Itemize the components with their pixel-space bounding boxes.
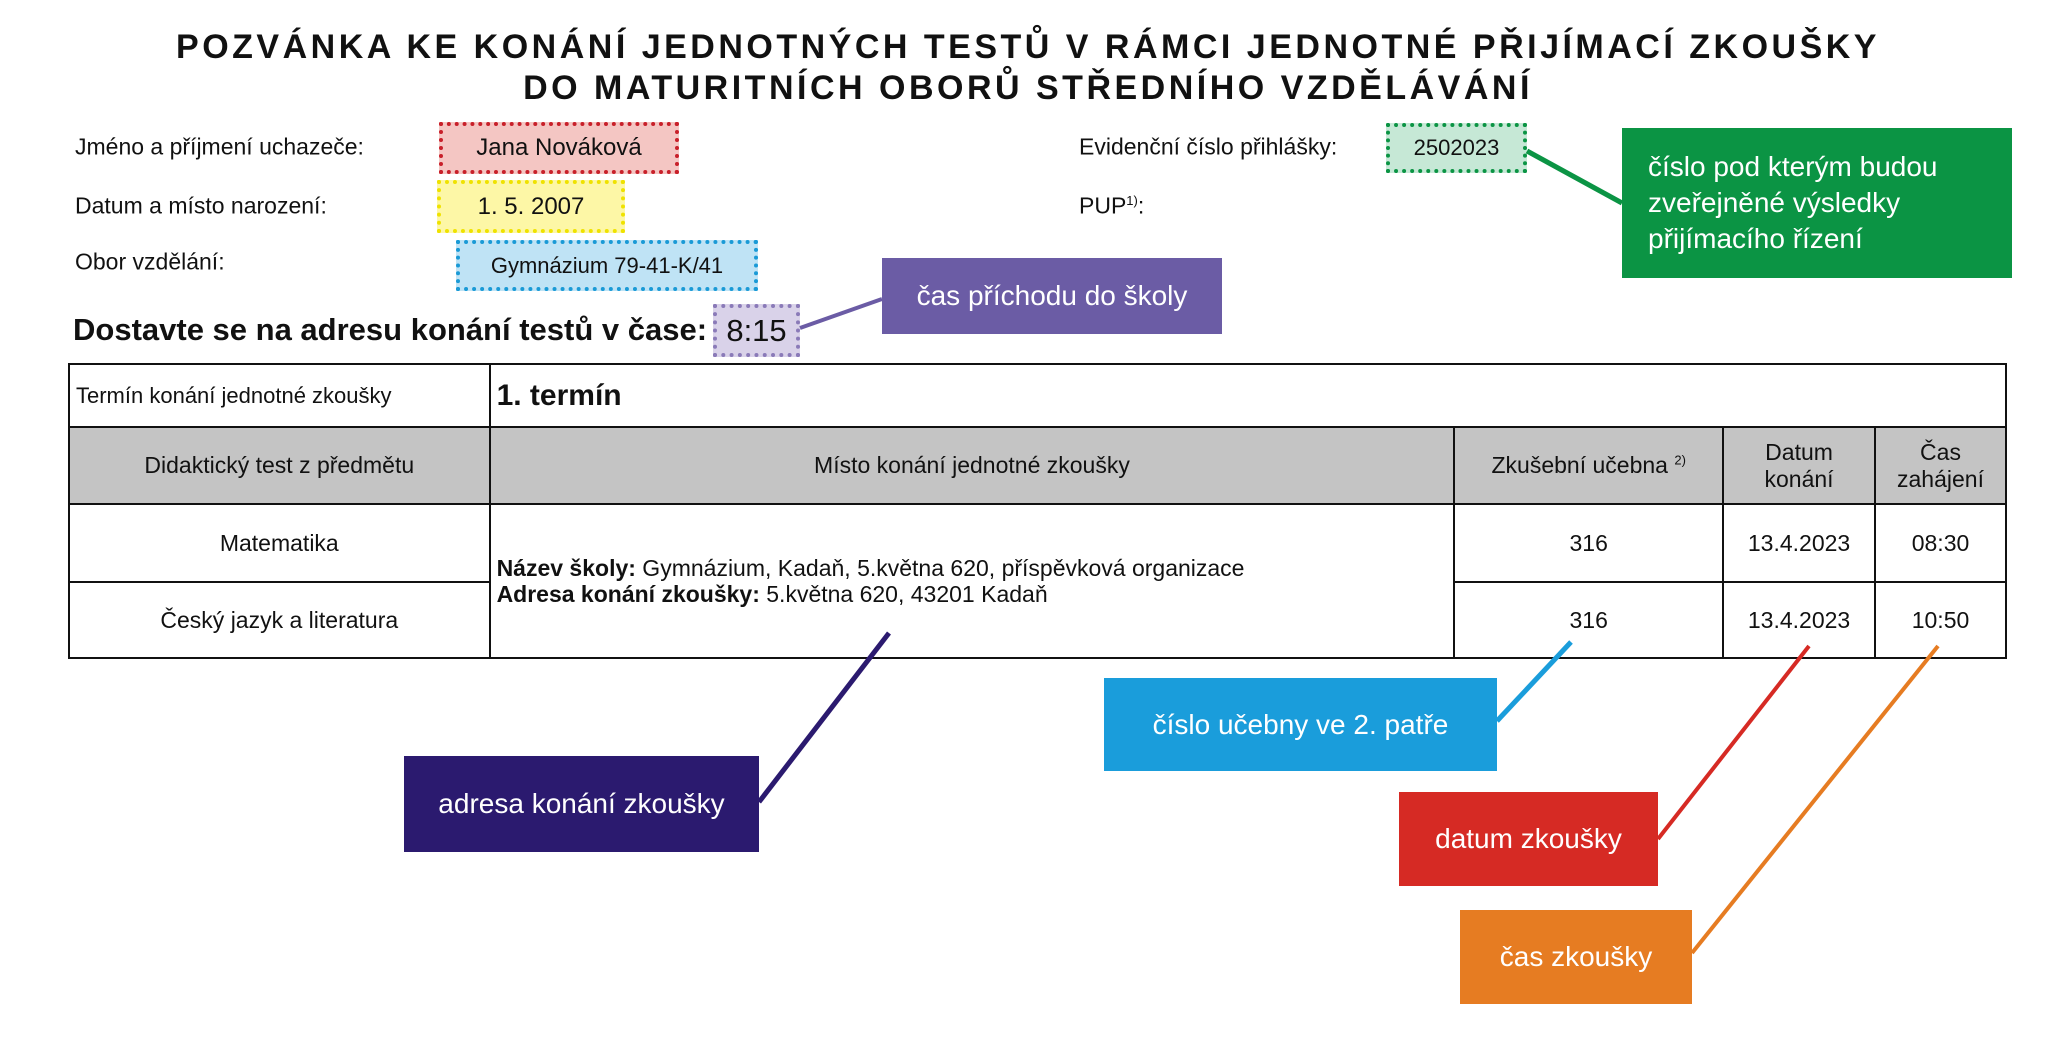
table-row: Matematika Název školy: Gymnázium, Kadaň…: [68, 503, 2007, 659]
header-room: Zkušební učebna 2): [1453, 426, 1725, 505]
arrival-label: Dostavte se na adresu konání testů v čas…: [73, 312, 708, 347]
row-room: 316: [1453, 503, 1725, 583]
term-value: 1. termín: [488, 363, 2008, 428]
pup-footnote: 1): [1126, 192, 1138, 208]
address-connector: [757, 631, 891, 804]
address-label: Adresa konání zkoušky:: [496, 581, 760, 607]
arrival-callout: čas příchodu do školy: [882, 258, 1222, 334]
arrival-time: 8:15: [713, 304, 800, 357]
table-row: Český jazyk a literatura 316 13.4.2023 1…: [68, 581, 2007, 659]
pup-label: PUP1):: [1079, 193, 1144, 220]
evid-label: Evidenční číslo přihlášky:: [1079, 133, 1338, 160]
date-callout: datum zkoušky: [1399, 792, 1658, 886]
title-line-1: POZVÁNKA KE KONÁNÍ JEDNOTNÝCH TESTŮ V RÁ…: [176, 28, 1880, 66]
header-date-l2: konání: [1764, 465, 1834, 492]
room-connector: [1495, 640, 1573, 723]
header-time-l2: zahájení: [1897, 465, 1984, 492]
time-callout: čas zkoušky: [1460, 910, 1692, 1004]
row-subject: Český jazyk a literatura: [68, 581, 491, 659]
date-connector: [1656, 644, 1811, 841]
header-place: Místo konání jednotné zkoušky: [488, 426, 1456, 505]
row-time: 10:50: [1874, 581, 2007, 659]
address-callout: adresa konání zkoušky: [404, 756, 759, 852]
term-row: Termín konání jednotné zkoušky 1. termín: [68, 363, 2008, 428]
pup-text: PUP: [1079, 192, 1127, 219]
header-subject: Didaktický test z předmětu: [68, 426, 491, 505]
address-line: Adresa konání zkoušky: 5.května 620, 432…: [497, 581, 1448, 607]
row-room: 316: [1453, 581, 1725, 659]
school-label: Název školy:: [496, 555, 636, 581]
name-label: Jméno a příjmení uchazeče:: [75, 133, 364, 160]
exam-place: Název školy: Gymnázium, Kadaň, 5.května …: [488, 503, 1456, 659]
birth-label: Datum a místo narození:: [75, 192, 327, 219]
term-label: Termín konání jednotné zkoušky: [68, 363, 491, 428]
row-time: 08:30: [1874, 503, 2007, 583]
school-value: Gymnázium, Kadaň, 5.května 620, příspěvk…: [635, 555, 1245, 581]
header-date-l1: Datum: [1765, 438, 1833, 465]
address-value: 5.května 620, 43201 Kadaň: [759, 581, 1048, 607]
header-time-l1: Čas: [1920, 438, 1961, 465]
pup-colon: :: [1137, 192, 1145, 219]
field-label: Obor vzdělání:: [75, 248, 225, 275]
evid-value: 2502023: [1386, 123, 1527, 173]
field-value: Gymnázium 79-41-K/41: [456, 240, 758, 291]
room-callout: číslo učebny ve 2. patře: [1104, 678, 1497, 771]
time-connector: [1690, 644, 1940, 955]
birth-value: 1. 5. 2007: [437, 180, 625, 233]
arrival-connector: [799, 297, 883, 330]
exam-table: Termín konání jednotné zkoušky 1. termín…: [68, 363, 2008, 659]
header-room-text: Zkušební učebna: [1491, 452, 1668, 478]
evid-callout: číslo pod kterým budou zveřejněné výsled…: [1622, 128, 2012, 278]
header-room-footnote: 2): [1674, 452, 1686, 468]
evid-connector: [1525, 148, 1624, 206]
row-subject: Matematika: [68, 503, 491, 583]
header-row: Didaktický test z předmětu Místo konání …: [68, 426, 2007, 505]
row-date: 13.4.2023: [1722, 503, 1877, 583]
name-value: Jana Nováková: [439, 122, 679, 174]
title-line-2: DO MATURITNÍCH OBORŮ STŘEDNÍHO VZDĚLÁVÁN…: [523, 69, 1533, 107]
school-line: Název školy: Gymnázium, Kadaň, 5.května …: [497, 555, 1448, 581]
